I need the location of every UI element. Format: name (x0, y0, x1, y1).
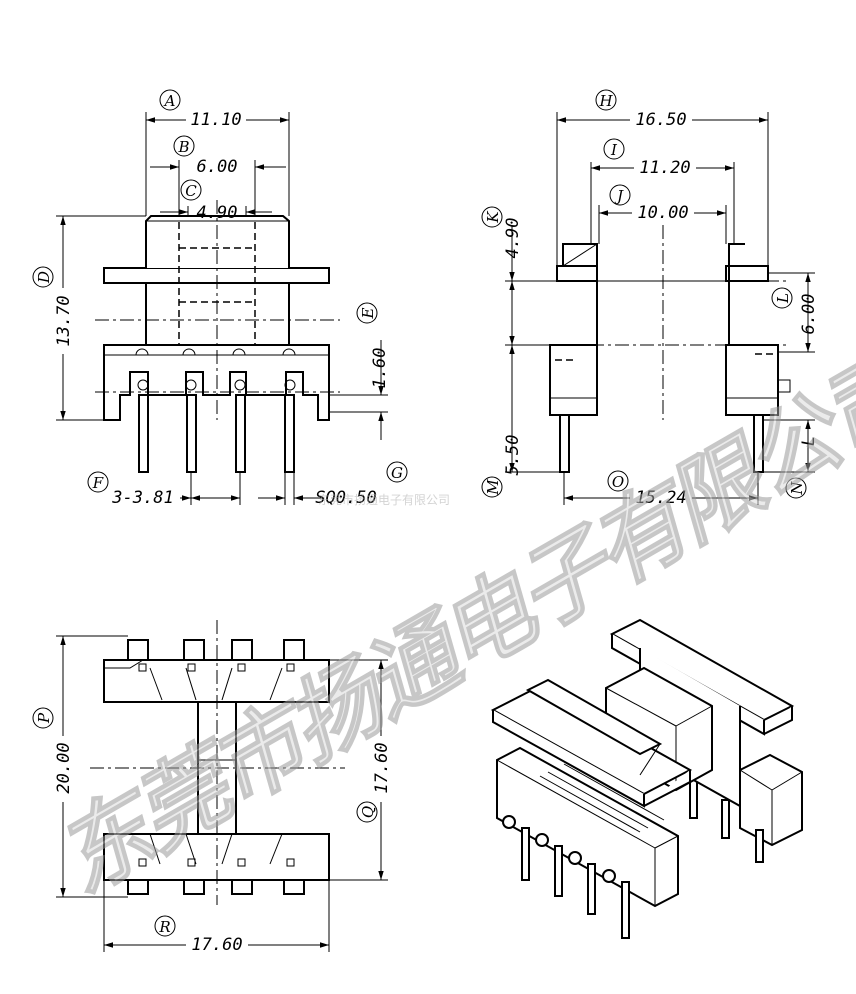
dim-c-value: 4.90 (197, 203, 238, 223)
bottom-view: 20.00 P 17.60 Q 17.60 R (32, 620, 392, 955)
dim-l-value: 6.00 (799, 294, 819, 335)
watermark-small-text: 东莞市扬通电子有限公司 (318, 492, 450, 507)
dim-h-value: 16.50 (635, 110, 686, 130)
side-base-right (725, 344, 779, 416)
side-base-left (549, 344, 598, 416)
label-e: E (359, 307, 377, 319)
dim-m-value: 5.50 (503, 435, 523, 476)
dim-j-value: 10.00 (637, 203, 688, 223)
label-g: G (391, 464, 403, 482)
dim-r-value: 17.60 (191, 935, 242, 955)
front-view-pins (138, 394, 295, 473)
label-j: J (614, 187, 624, 205)
watermark-text: 东莞市扬通电子有限公司 (40, 330, 856, 914)
label-n: N (788, 481, 806, 496)
dim-b-value: 6.00 (197, 157, 238, 177)
dim-o-value: 15.24 (635, 488, 686, 508)
label-l: L (774, 293, 792, 304)
label-r: R (158, 918, 170, 936)
dim-n-value: L (799, 436, 819, 446)
label-a: A (163, 92, 176, 110)
label-p: P (35, 712, 53, 724)
label-q: Q (359, 806, 377, 818)
label-c: C (185, 182, 197, 200)
dim-k-value: 4.90 (503, 218, 523, 259)
label-m: M (484, 479, 502, 496)
dim-p-value: 20.00 (54, 742, 74, 793)
front-view: 11.10 A 6.00 B 4.90 C 13.70 D 1.60 (32, 89, 408, 508)
front-top-block (145, 215, 290, 268)
dim-q-value: 17.60 (372, 742, 392, 793)
dim-f-value: 3-3.81 (111, 488, 173, 508)
dim-a-value: 11.10 (190, 110, 241, 130)
label-i: I (610, 141, 618, 159)
dim-g-value: SQ0.50 (315, 488, 376, 508)
label-d: D (35, 271, 53, 284)
side-pin-left (559, 414, 570, 473)
label-k: K (484, 211, 502, 224)
label-h: H (598, 92, 613, 110)
label-b: B (177, 138, 189, 156)
isometric-view (490, 618, 803, 939)
iso-front-base (496, 746, 679, 908)
dim-d-value: 13.70 (54, 295, 74, 346)
label-o: O (612, 473, 624, 491)
watermark: 东莞市扬通电子有限公司 东莞市扬通电子有限公司 (39, 330, 856, 915)
side-view: 16.50 H 11.20 I 10.00 J 4.90 K 6.00 L (481, 89, 819, 508)
dim-i-value: 11.20 (639, 158, 690, 178)
label-f: F (92, 474, 104, 492)
dim-e-value: 1.60 (370, 348, 390, 389)
